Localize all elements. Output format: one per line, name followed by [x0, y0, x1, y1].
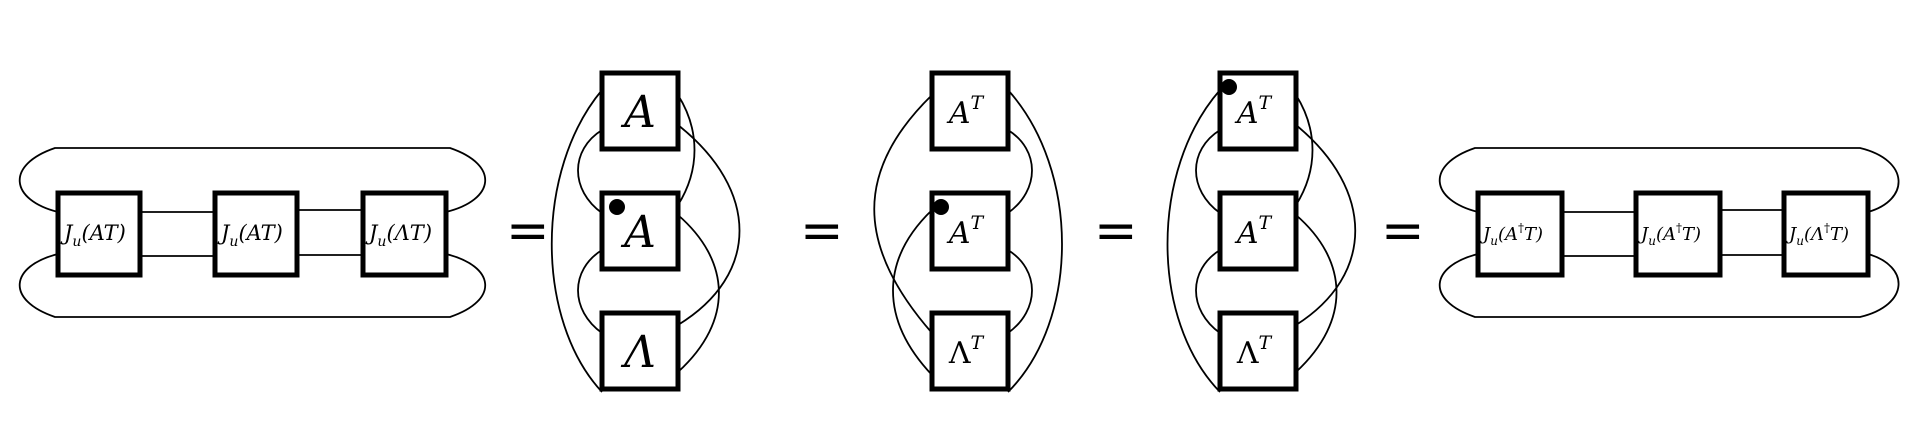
box-ju-lambda-t	[360, 190, 449, 278]
wire	[873, 94, 933, 334]
label-ju-adagger-t-2: Ju(A†T)	[1637, 221, 1701, 248]
label-a-t: AT	[1234, 212, 1273, 251]
label-ju-at-2: Ju(AT)	[217, 221, 283, 250]
box-a	[599, 70, 681, 152]
label-lambda-t: ΛT	[1236, 332, 1273, 371]
wire	[677, 124, 741, 326]
equals-sign-2: =	[800, 201, 844, 261]
box-ju-at-1	[55, 190, 143, 278]
stack-2: AT AT ΛT	[873, 70, 1063, 393]
label-a-t: AT	[946, 92, 985, 131]
marker-dot	[1221, 79, 1237, 95]
marker-dot	[933, 199, 949, 215]
wire	[1295, 124, 1356, 326]
label-ju-at-1: Ju(AT)	[60, 221, 126, 250]
outer-loop-bottom	[1438, 253, 1900, 318]
label-ju-adagger-t-1: Ju(A†T)	[1479, 221, 1543, 248]
wire	[677, 94, 696, 206]
wire	[1195, 249, 1221, 334]
box-lambda-t	[1217, 310, 1299, 392]
label-ju-lambda-t: Ju(ΛT)	[365, 221, 432, 250]
box-ju-adagger-t-2	[1633, 190, 1723, 278]
wire	[550, 89, 603, 393]
equals-sign-4: =	[1381, 201, 1425, 261]
box-ju-lambdadagger-t	[1781, 190, 1871, 278]
wire	[1007, 249, 1033, 334]
chain-left: Ju(AT) Ju(AT) Ju(ΛT)	[18, 147, 487, 318]
wire	[1195, 129, 1221, 214]
box-ju-adagger-t-1	[1475, 190, 1565, 278]
equals-sign-1: =	[506, 201, 550, 261]
box-lambda	[599, 310, 681, 392]
marker-dot	[609, 199, 625, 215]
wire	[1295, 94, 1314, 206]
wire	[577, 129, 603, 214]
box-ju-at-2	[212, 190, 300, 278]
equals-sign-3: =	[1094, 201, 1138, 261]
label-a: A	[620, 207, 656, 258]
box-a-t	[929, 70, 1011, 152]
stack-3: AT AT ΛT	[1166, 70, 1356, 393]
wire	[1007, 89, 1063, 393]
box-lambda-t	[929, 310, 1011, 392]
label-a-t: AT	[946, 212, 985, 251]
wire	[1007, 129, 1033, 214]
wire	[1166, 89, 1221, 393]
chain-right: Ju(A†T) Ju(A†T) Ju(Λ†T)	[1438, 147, 1900, 318]
label-lambda: Λ	[620, 327, 656, 378]
label-ju-lambdadagger-t: Ju(Λ†T)	[1785, 221, 1849, 248]
label-a-t: AT	[1234, 92, 1273, 131]
outer-loop-top	[1438, 147, 1900, 213]
outer-loop-bottom	[18, 253, 487, 318]
wire	[677, 214, 720, 373]
outer-loop-top	[18, 147, 487, 213]
wire	[1295, 214, 1338, 373]
label-a: A	[620, 87, 656, 138]
stack-1: A A Λ	[550, 70, 741, 393]
wire	[577, 249, 603, 334]
label-lambda-t: ΛT	[948, 332, 985, 371]
box-a-t	[1217, 190, 1299, 272]
wire	[892, 209, 933, 376]
